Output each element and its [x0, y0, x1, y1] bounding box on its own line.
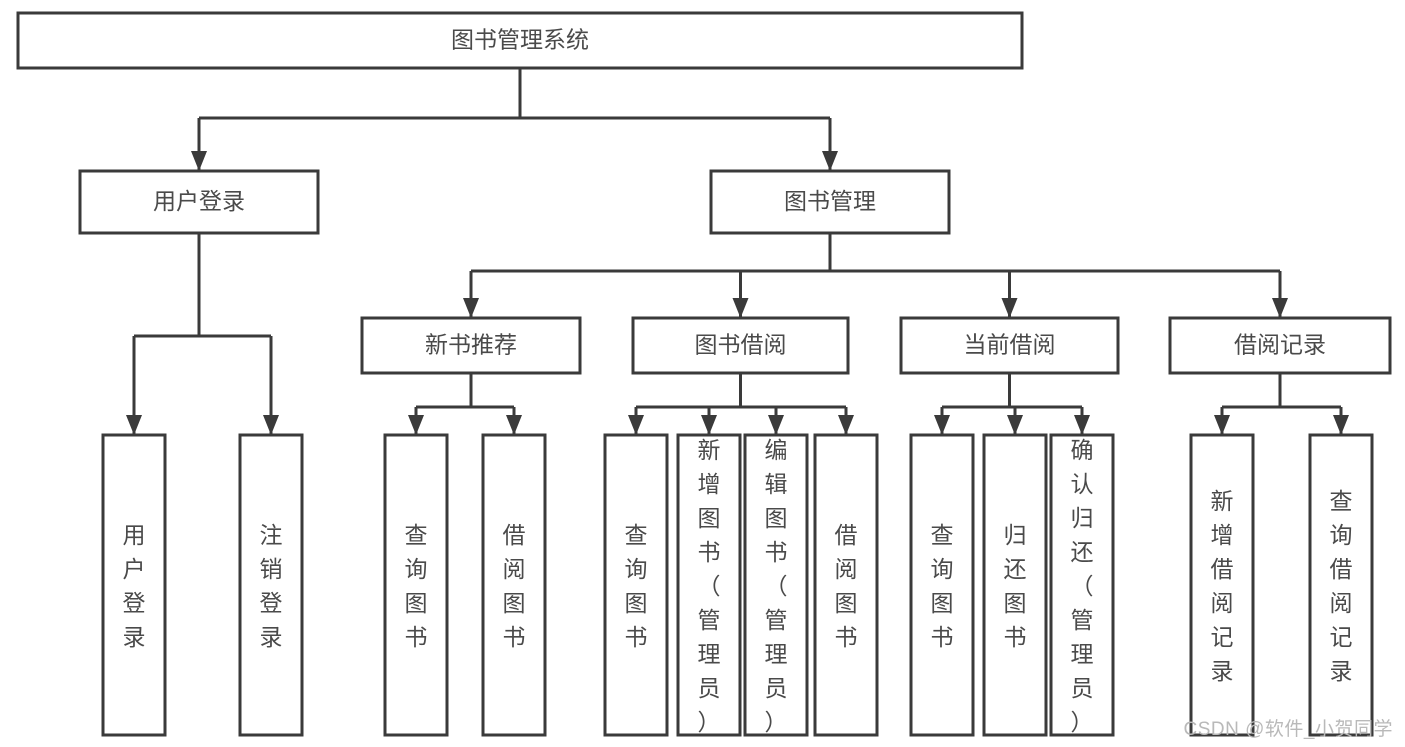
node-new-book-recommend[interactable]: 新书推荐	[360, 316, 582, 375]
connector-edge-book-borrow-to-leaves	[628, 373, 854, 435]
node-leaf-query-book-recommend[interactable]: 查询图书	[383, 433, 449, 737]
connector-edge-current-borrow-to-leaves	[934, 373, 1090, 435]
node-leaf-borrow-book[interactable]: 借阅图书	[813, 433, 879, 737]
node-box-leaf-query-borrow-record	[1308, 433, 1374, 737]
arrow-head-icon	[506, 415, 522, 435]
node-leaf-confirm-return[interactable]: 确认归还（管理员）	[1049, 433, 1115, 737]
node-box-root	[16, 11, 1024, 70]
arrow-head-icon	[822, 151, 838, 171]
node-label-leaf-add-book: 新增图书（管理员）	[698, 437, 721, 735]
node-leaf-borrow-book-recommend[interactable]: 借阅图书	[481, 433, 547, 737]
node-leaf-query-book-borrow[interactable]: 查询图书	[603, 433, 669, 737]
arrow-head-icon	[408, 415, 424, 435]
node-current-borrow[interactable]: 当前借阅	[899, 316, 1120, 375]
arrow-head-icon	[628, 415, 644, 435]
arrow-head-icon	[1214, 415, 1230, 435]
node-box-leaf-edit-book	[743, 433, 809, 737]
node-label-leaf-confirm-return: 确认归还（管理员）	[1071, 437, 1094, 735]
node-label-book-borrow: 图书借阅	[695, 332, 787, 358]
node-box-new-book-recommend	[360, 316, 582, 375]
node-label-leaf-add-borrow-record: 新增借阅记录	[1211, 488, 1234, 684]
node-box-current-borrow	[899, 316, 1120, 375]
arrow-head-icon	[1272, 298, 1288, 318]
node-label-borrow-record: 借阅记录	[1234, 332, 1326, 358]
arrow-head-icon	[263, 415, 279, 435]
arrow-head-icon	[768, 415, 784, 435]
node-leaf-query-borrow-record[interactable]: 查询借阅记录	[1308, 433, 1374, 737]
node-leaf-return-book[interactable]: 归还图书	[982, 433, 1048, 737]
node-label-leaf-query-borrow-record: 查询借阅记录	[1330, 488, 1353, 684]
node-leaf-add-book[interactable]: 新增图书（管理员）	[676, 433, 742, 737]
node-label-leaf-edit-book: 编辑图书（管理员）	[765, 437, 788, 735]
node-leaf-add-borrow-record[interactable]: 新增借阅记录	[1189, 433, 1255, 737]
node-box-leaf-confirm-return	[1049, 433, 1115, 737]
connector-edge-new-book-recommend-to-leaves	[408, 373, 522, 435]
connector-edge-book-manage-to-level3	[463, 233, 1288, 318]
node-box-leaf-borrow-book-recommend	[481, 433, 547, 737]
node-box-book-manage	[709, 169, 951, 235]
node-label-leaf-return-book: 归还图书	[1004, 522, 1027, 650]
node-label-leaf-user-login: 用户登录	[123, 522, 146, 650]
node-label-current-borrow: 当前借阅	[964, 332, 1056, 358]
connector-edge-root-to-level2	[191, 68, 838, 171]
node-box-leaf-user-login	[101, 433, 167, 737]
node-box-borrow-record	[1168, 316, 1392, 375]
node-layer: 图书管理系统用户登录图书管理新书推荐图书借阅当前借阅借阅记录用户登录注销登录查询…	[16, 11, 1392, 737]
node-box-leaf-add-borrow-record	[1189, 433, 1255, 737]
node-box-book-borrow	[631, 316, 850, 375]
node-book-borrow[interactable]: 图书借阅	[631, 316, 850, 375]
arrow-head-icon	[1001, 298, 1018, 318]
node-label-book-manage: 图书管理	[784, 188, 876, 214]
arrow-head-icon	[126, 415, 142, 435]
node-leaf-query-book-current[interactable]: 查询图书	[909, 433, 975, 737]
arrow-head-icon	[701, 415, 717, 435]
node-label-new-book-recommend: 新书推荐	[425, 332, 517, 358]
node-label-user-login: 用户登录	[153, 188, 245, 214]
node-label-leaf-borrow-book-recommend: 借阅图书	[503, 522, 526, 650]
node-box-user-login	[78, 169, 320, 235]
node-book-manage[interactable]: 图书管理	[709, 169, 951, 235]
node-box-leaf-logout-login	[238, 433, 304, 737]
node-box-leaf-add-book	[676, 433, 742, 737]
node-leaf-user-login[interactable]: 用户登录	[101, 433, 167, 737]
node-leaf-logout-login[interactable]: 注销登录	[238, 433, 304, 737]
arrow-head-icon	[463, 298, 479, 318]
csdn-watermark: CSDN @软件_小贺同学	[1183, 719, 1393, 740]
connector-edge-user-login-to-leaves	[126, 233, 279, 435]
node-label-leaf-logout-login: 注销登录	[260, 522, 283, 650]
node-box-leaf-query-book-current	[909, 433, 975, 737]
arrow-head-icon	[1007, 415, 1023, 435]
connector-layer	[126, 68, 1349, 435]
node-root[interactable]: 图书管理系统	[16, 11, 1024, 70]
node-box-leaf-return-book	[982, 433, 1048, 737]
node-user-login[interactable]: 用户登录	[78, 169, 320, 235]
arrow-head-icon	[838, 415, 854, 435]
arrow-head-icon	[732, 298, 749, 318]
arrow-head-icon	[1333, 415, 1349, 435]
node-box-leaf-query-book-borrow	[603, 433, 669, 737]
node-box-leaf-borrow-book	[813, 433, 879, 737]
node-leaf-edit-book[interactable]: 编辑图书（管理员）	[743, 433, 809, 737]
arrow-head-icon	[191, 151, 207, 171]
arrow-head-icon	[1074, 415, 1090, 435]
node-label-leaf-query-book-current: 查询图书	[931, 522, 954, 650]
node-box-leaf-query-book-recommend	[383, 433, 449, 737]
node-label-leaf-query-book-recommend: 查询图书	[405, 522, 428, 650]
node-label-leaf-query-book-borrow: 查询图书	[625, 522, 648, 650]
connector-edge-borrow-record-to-leaves	[1214, 373, 1349, 435]
node-label-leaf-borrow-book: 借阅图书	[835, 522, 858, 650]
node-borrow-record[interactable]: 借阅记录	[1168, 316, 1392, 375]
node-label-root: 图书管理系统	[451, 27, 589, 53]
arrow-head-icon	[934, 415, 950, 435]
